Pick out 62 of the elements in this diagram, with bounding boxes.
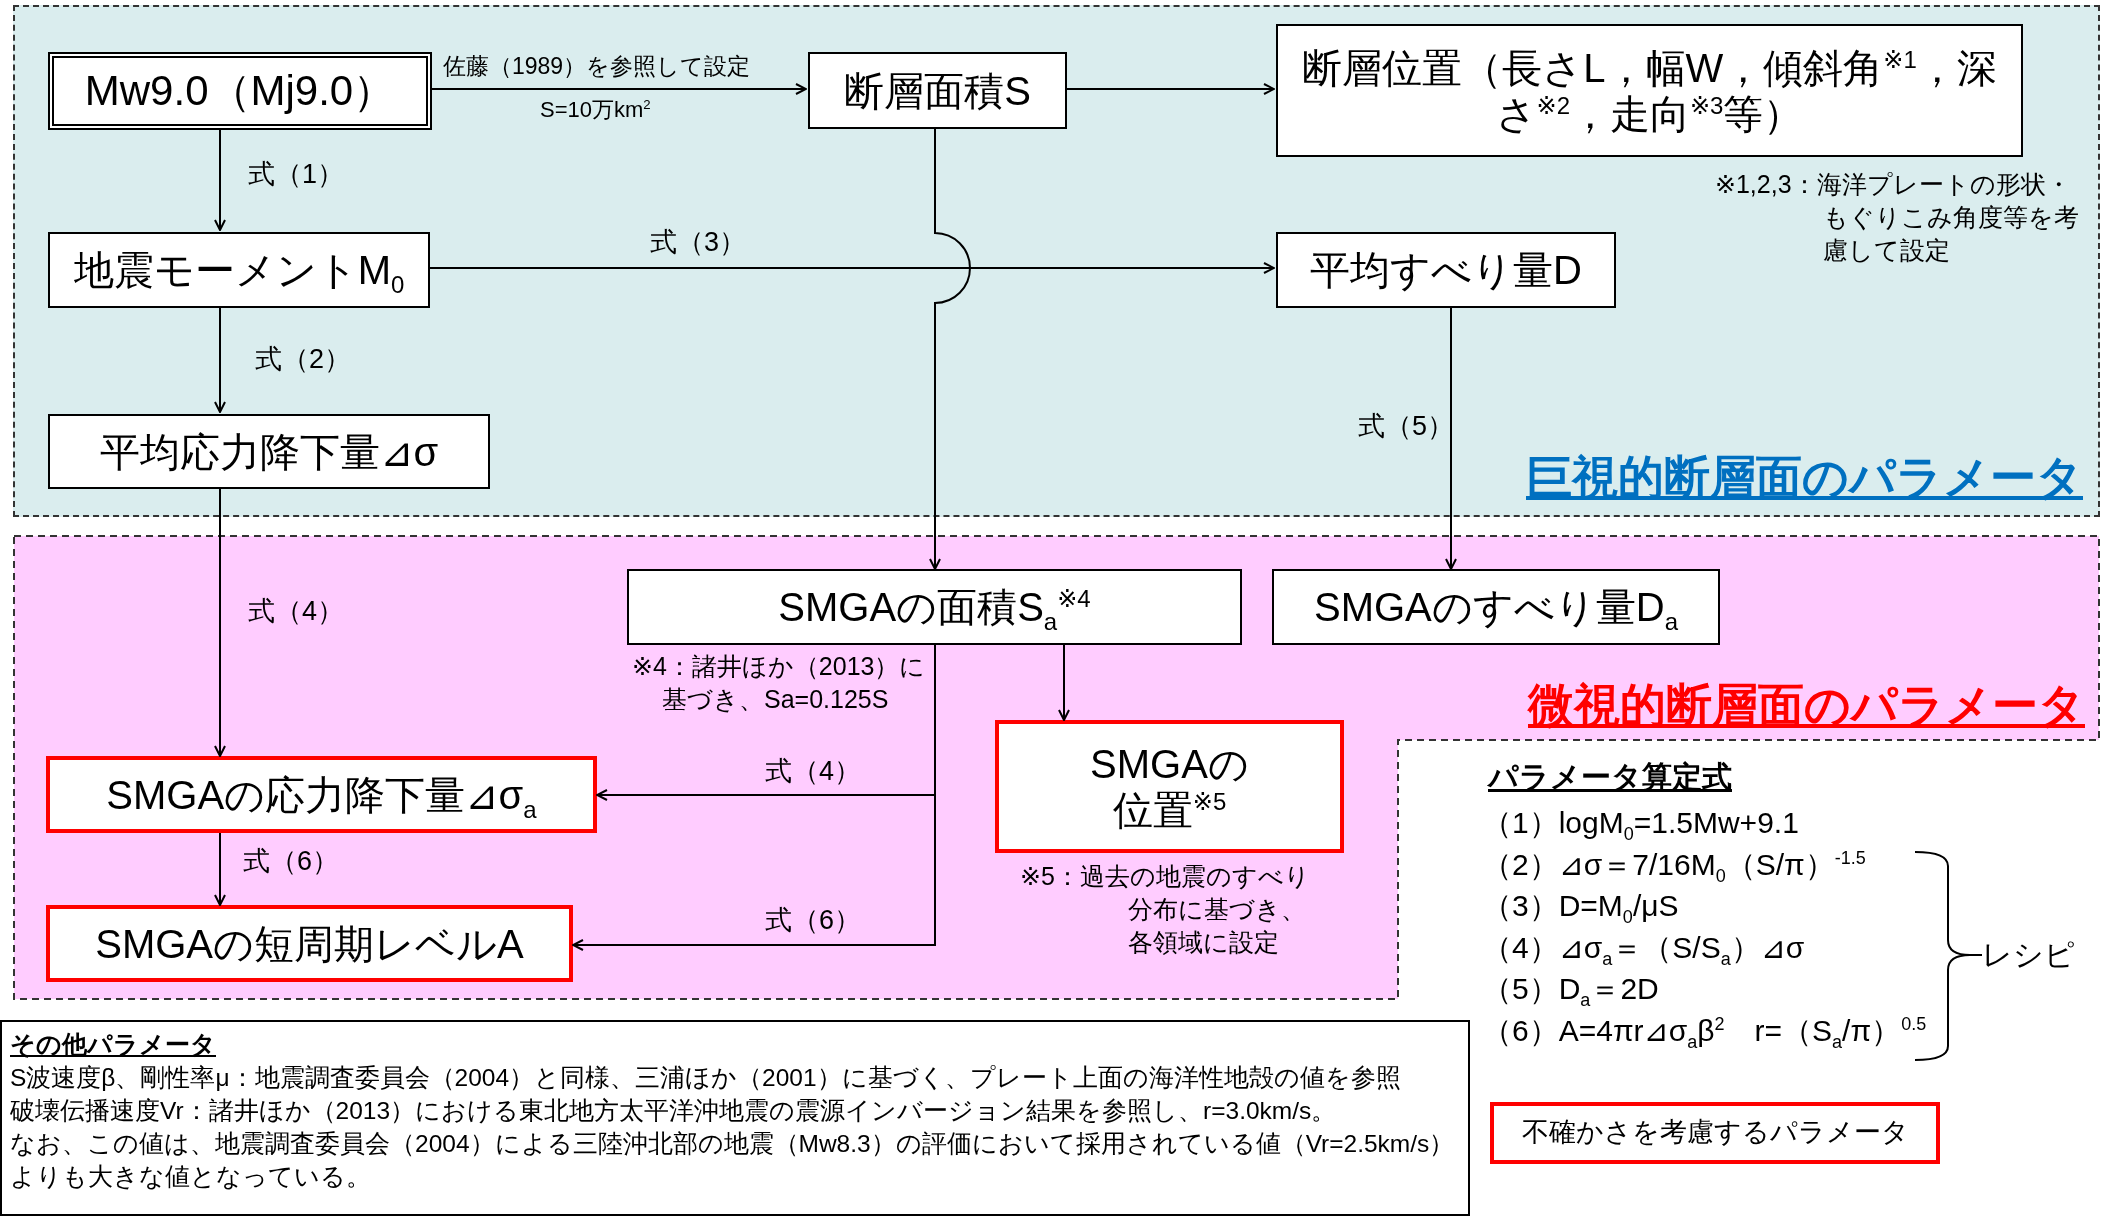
- edge-label: 式（4）: [765, 757, 862, 787]
- box-text: SMGAの応力降下量⊿σ$_{a}$: [106, 771, 537, 818]
- footnote: ※4：諸井ほか（2013）に基づき、Sa=0.125S: [632, 651, 927, 715]
- box-text: 地震モーメントM$_{0}$: [73, 247, 405, 293]
- parameter-box: [46, 756, 597, 833]
- parameter-box: [995, 720, 1344, 853]
- arrow: [429, 83, 807, 95]
- edge-label: 式（4）: [248, 597, 345, 627]
- box-text: SMGAのすべり量D$_{a}$: [1313, 584, 1678, 630]
- edge-label: 式（5）: [1358, 412, 1455, 442]
- value-label: S=10万km$^{2}$: [540, 98, 651, 123]
- note-text: 破壊伝播速度Vr：諸井ほか（2013）における東北地方太平洋沖地震の震源インバージョン結果を参照し、r=3.0km/s。: [10, 1096, 1338, 1126]
- parameter-box: [46, 905, 573, 982]
- edge-label: 式（6）: [765, 906, 862, 936]
- parameter-box: [627, 569, 1242, 645]
- edge-label: 佐藤（1989）を参照して設定: [443, 54, 751, 80]
- formula-text: （1）logM$_{0}$=1.5Mw+9.1: [1482, 806, 1799, 839]
- region-heading: 巨視的断層面のパラメータ: [1526, 450, 2083, 505]
- arrow: [214, 486, 226, 757]
- parameter-box: [48, 414, 490, 489]
- formula-text: （5）D$_{a}$＝2D: [1482, 972, 1659, 1005]
- box-text: SMGAの位置$^{※5}$: [1089, 740, 1250, 833]
- arrow: [214, 127, 226, 231]
- parameter-box: [1276, 232, 1616, 308]
- box-text: 平均すべり量D: [1310, 247, 1582, 293]
- arrow: [1058, 644, 1070, 721]
- brace-label: レシピ: [1982, 938, 2075, 971]
- edge-label: 式（2）: [255, 345, 352, 375]
- note-text: なお、この値は、地震調査委員会（2004）による三陸沖北部の地震（Mw8.3）の評価において採用されている値（Vr=2.5km/s）よりも大きな値となっている。: [10, 1129, 1456, 1192]
- box-text: SMGAの短周期レベルA: [95, 920, 524, 967]
- edge-label: 式（3）: [650, 228, 747, 258]
- box-text: 断層位置（長さL，幅W，傾斜角$^{※1}$，深さ$^{※2}$，走向$^{※3}$等）: [1301, 44, 1998, 137]
- formula-heading: パラメータ算定式: [1488, 760, 1732, 793]
- arrow: [929, 126, 971, 570]
- parameter-box: [808, 52, 1067, 129]
- arrow: [214, 832, 226, 906]
- parameter-box: [1490, 1102, 1940, 1164]
- box-text: 不確かさを考慮するパラメータ: [1521, 1117, 1909, 1149]
- section-heading: その他パラメータ: [10, 1030, 217, 1060]
- box-text: 平均応力降下量⊿σ: [99, 428, 439, 475]
- arrow: [427, 262, 1275, 274]
- note-panel: [0, 1020, 1470, 1216]
- arrow: [1064, 83, 1275, 95]
- formula-text: （6）A=4πr⊿σ$_{a}$β$^{2}$ r=（S$_{a}$/π）$^{0.5}$: [1482, 1013, 1927, 1047]
- arrow: [1445, 305, 1457, 570]
- note-text: S波速度β、剛性率μ：地震調査委員会（2004）と同様、三浦ほか（2001）に基づく、プレート上面の海洋性地殻の値を参照: [10, 1063, 1402, 1093]
- parameter-box: [1272, 569, 1720, 645]
- box-text: 断層面積S: [844, 67, 1031, 114]
- formula-text: （3）D=M$_{0}$/μS: [1482, 889, 1679, 922]
- formula-text: （4）⊿σ$_{a}$＝（S/S$_{a}$）⊿σ: [1482, 930, 1805, 964]
- footnote: ※1,2,3：海洋プレートの形状・もぐりこみ角度等を考慮して設定: [1715, 169, 2080, 266]
- parameter-box: [48, 52, 432, 130]
- formula-text: （2）⊿σ＝7/16M$_{0}$（S/π）$^{-1.5}$: [1482, 847, 1866, 881]
- footnote: ※5：過去の地震のすべり分布に基づき、各領域に設定: [1020, 861, 1311, 958]
- parameter-box: [48, 232, 430, 308]
- box-text: Mw9.0（Mj9.0）: [84, 66, 396, 116]
- edge-label: 式（6）: [243, 847, 340, 877]
- region-heading: 微視的断層面のパラメータ: [1528, 678, 2085, 733]
- arrow: [214, 305, 226, 413]
- parameter-region-panel: [13, 5, 2100, 517]
- parameter-box: [1276, 24, 2023, 157]
- edge-label: 式（1）: [248, 160, 345, 190]
